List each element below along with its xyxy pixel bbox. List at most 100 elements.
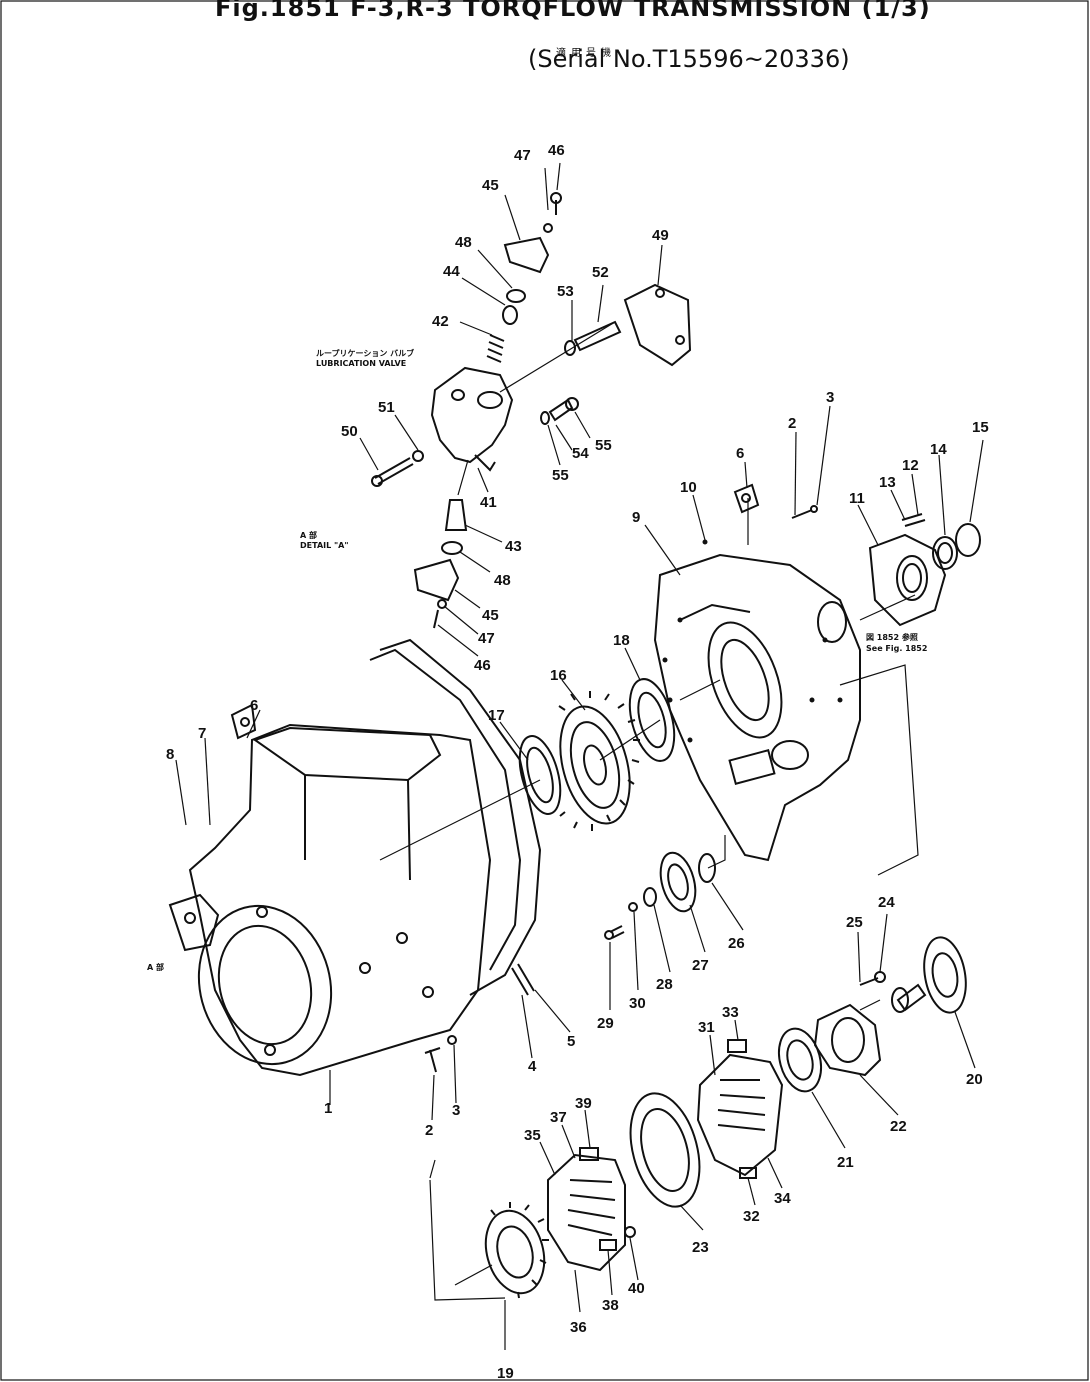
case-flange <box>379 638 542 996</box>
callout-55b: 55 <box>552 467 569 484</box>
callout-6: 6 <box>250 697 258 714</box>
serial-range: (Serial No.T15596~20336) <box>528 45 850 73</box>
callout-29: 29 <box>597 1015 614 1032</box>
dowel-4 <box>511 963 535 996</box>
callout-38: 38 <box>602 1297 619 1314</box>
callout-49: 49 <box>652 227 669 244</box>
serial-applicability-label: 適用号機 <box>556 48 616 59</box>
bearing-21 <box>777 1027 823 1093</box>
callout-3: 3 <box>452 1102 460 1119</box>
a-marker: A 部 <box>147 962 164 972</box>
valve-body-41 <box>430 366 514 464</box>
housing-bore <box>707 621 783 739</box>
plate-49 <box>623 283 692 367</box>
plug-54 <box>548 398 574 422</box>
bearing-26-30-group <box>604 851 716 940</box>
gear-19 <box>484 1209 546 1295</box>
housing-23 <box>629 1092 701 1208</box>
callout-33: 33 <box>722 1004 739 1021</box>
callout-30: 30 <box>629 995 646 1012</box>
callout-22: 22 <box>890 1118 907 1135</box>
lubrication-valve-jp: ループリケーション バルブ <box>316 348 414 358</box>
washer-24 <box>874 971 886 983</box>
callout-42: 42 <box>432 313 449 330</box>
callout-52: 52 <box>592 264 609 281</box>
callout-34: 34 <box>774 1190 791 1207</box>
housing-outline <box>653 553 861 862</box>
callout-4: 4 <box>528 1058 537 1075</box>
snap-ring-15 <box>955 523 981 557</box>
bearing-27 <box>659 851 697 913</box>
part-39 <box>579 1147 599 1161</box>
callout-6-top: 6 <box>736 445 744 462</box>
callout-leaders <box>175 162 984 1313</box>
callout-50: 50 <box>341 423 358 440</box>
gear-16 <box>559 705 631 825</box>
oring-48-bottom <box>441 541 463 555</box>
lubrication-valve-label: LUBRICATION VALVE <box>316 359 406 368</box>
callout-20: 20 <box>966 1071 983 1088</box>
washer-47-top <box>543 223 553 233</box>
seal-in-cage <box>817 601 847 643</box>
callout-39: 39 <box>575 1095 592 1112</box>
cage-22 <box>813 1003 882 1077</box>
callout-2: 2 <box>425 1122 433 1139</box>
clutch-35-40 <box>547 1153 626 1272</box>
gear-train-middle <box>518 678 676 831</box>
oring-48-top <box>506 289 526 303</box>
ring-26 <box>698 853 716 883</box>
callout-5: 5 <box>567 1033 575 1050</box>
callout-14: 14 <box>930 441 947 458</box>
pin-52 <box>573 320 622 352</box>
case-top-opening <box>252 726 442 782</box>
washer-28 <box>643 887 657 907</box>
annotations: ループリケーション バルブ LUBRICATION VALVE A 部 DETA… <box>147 348 927 972</box>
case-bore <box>197 904 333 1066</box>
callout-17: 17 <box>488 707 505 724</box>
bolt-12-13 <box>901 513 926 527</box>
spring-42 <box>486 334 505 363</box>
valve-on-case <box>168 893 220 952</box>
callout-8: 8 <box>166 746 174 763</box>
cover-45-top <box>503 236 550 274</box>
clutch-31-34 <box>696 1053 784 1177</box>
pin-10 <box>702 539 708 545</box>
callout-24: 24 <box>878 894 895 911</box>
callout-12: 12 <box>902 457 919 474</box>
clutch-group <box>484 1039 784 1299</box>
callout-15: 15 <box>972 419 989 436</box>
callout-19: 19 <box>497 1365 514 1382</box>
callout-51: 51 <box>378 399 395 416</box>
callout-23: 23 <box>692 1239 709 1256</box>
gear-20 <box>923 936 967 1014</box>
callout-27: 27 <box>692 957 709 974</box>
bearing-cage-group <box>817 513 981 643</box>
cover-45-bottom <box>413 558 460 602</box>
callout-18: 18 <box>613 632 630 649</box>
callout-54: 54 <box>572 445 589 462</box>
callout-3-top: 3 <box>826 389 834 406</box>
callout-1: 1 <box>324 1100 332 1117</box>
callout-26: 26 <box>728 935 745 952</box>
transmission-case-group <box>168 638 542 1077</box>
callout-45: 45 <box>482 177 499 194</box>
callout-41: 41 <box>480 494 497 511</box>
output-gear-group <box>777 936 967 1093</box>
callout-46-bottom: 46 <box>474 657 491 674</box>
callout-46: 46 <box>548 142 565 159</box>
callout-2-top: 2 <box>788 415 796 432</box>
bolt-50 <box>374 457 414 485</box>
callout-48: 48 <box>455 234 472 251</box>
pin-53 <box>564 340 576 356</box>
bearing-14 <box>932 536 958 570</box>
callout-28: 28 <box>656 976 673 993</box>
callout-48-bottom: 48 <box>494 572 511 589</box>
bracket-6 <box>230 703 257 740</box>
callout-32: 32 <box>743 1208 760 1225</box>
eyebolt-6-top <box>733 483 760 514</box>
callout-16: 16 <box>550 667 567 684</box>
bearing-18 <box>628 678 676 762</box>
spool-44 <box>502 305 518 325</box>
